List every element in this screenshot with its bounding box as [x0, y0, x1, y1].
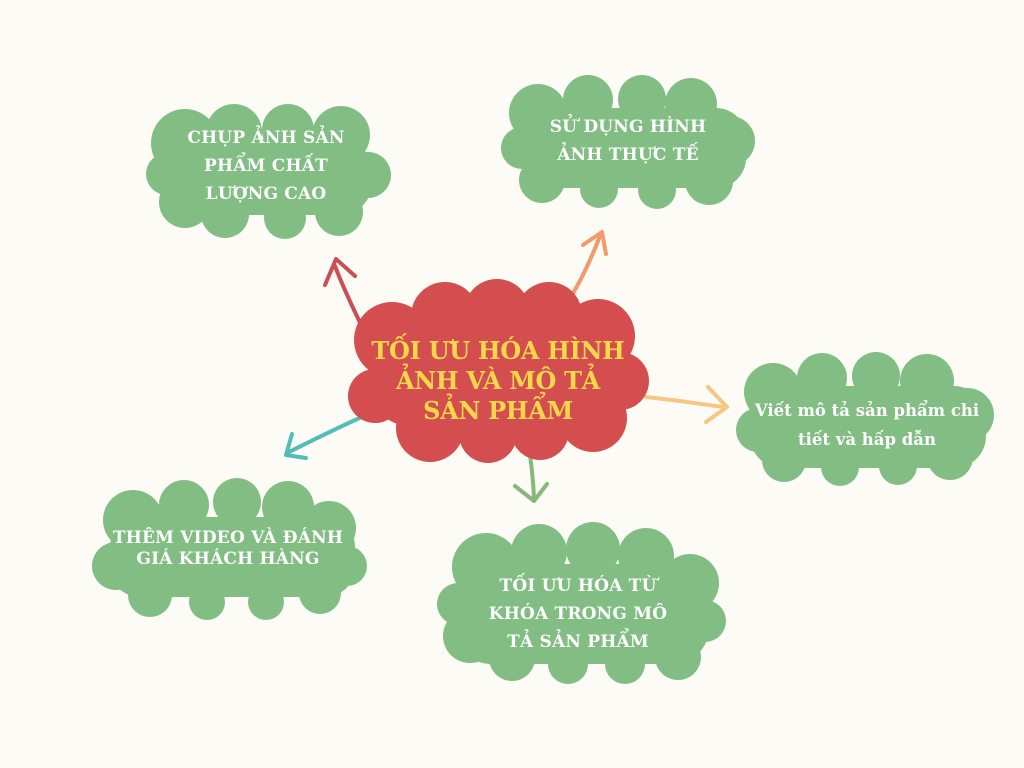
center-cloud	[348, 279, 649, 463]
center-node-label: TỐI ƯU HÓA HÌNH ẢNH VÀ MÔ TẢ SẢN PHẨM	[371, 336, 625, 425]
top-left-node-label: CHỤP ẢNH SẢN PHẨM CHẤT LƯỢNG CAO	[187, 128, 345, 204]
left-cloud	[92, 478, 367, 620]
top-left-cloud	[146, 104, 391, 239]
right-node-label: Viết mô tả sản phẩm chi tiết và hấp dẫn	[754, 401, 980, 449]
bottom-cloud	[437, 522, 726, 684]
arrow-to-top-left	[323, 257, 366, 333]
top-right-cloud	[501, 75, 755, 209]
bottom-node-label: TỐI ƯU HÓA TỪ KHÓA TRONG MÔ TẢ SẢN PHẨM	[488, 576, 668, 652]
right-cloud	[736, 352, 994, 486]
arrow-to-left	[284, 415, 364, 460]
left-node-label: THÊM VIDEO VÀ ĐÁNH GIÁ KHÁCH HÀNG	[112, 528, 344, 569]
top-right-node-label: SỬ DỤNG HÌNH ẢNH THỰC TẾ	[549, 117, 707, 165]
arrow-to-right	[644, 385, 729, 424]
